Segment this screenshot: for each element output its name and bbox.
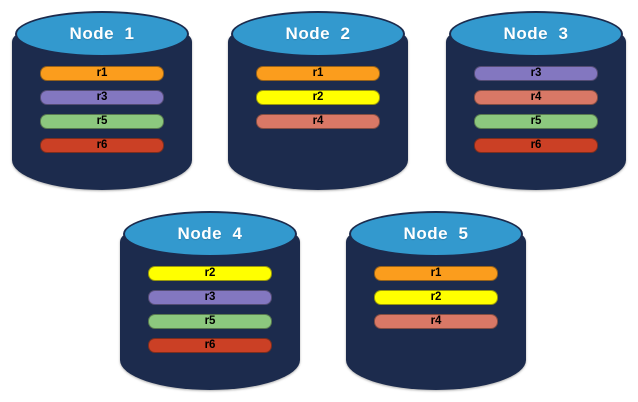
replica-bar-r5: r5 [148,314,272,329]
replica-label: r2 [204,266,216,279]
cylinder-body [446,32,626,190]
replica-list: r1 r2 r4 [374,266,498,329]
node-cylinder: Node 1 r1 r3 r5 r6 [12,10,192,190]
replica-label: r3 [530,66,542,79]
cylinder-top-ellipse: Node 3 [449,11,623,57]
replica-bar-r4: r4 [474,90,598,105]
replica-label: r5 [204,314,216,327]
replica-bar-r1: r1 [374,266,498,281]
replica-label: r2 [430,290,442,303]
node-title: Node 2 [285,24,351,43]
replica-bar-r4: r4 [374,314,498,329]
replica-bar-r3: r3 [40,90,164,105]
node-title: Node 5 [403,224,469,243]
replica-bar-r2: r2 [256,90,380,105]
replica-list: r2 r3 r5 r6 [148,266,272,353]
replica-label: r4 [530,90,542,103]
replica-bar-r6: r6 [474,138,598,153]
replica-label: r1 [430,266,442,279]
replica-bar-r4: r4 [256,114,380,129]
replica-label: r1 [312,66,324,79]
replica-bar-r5: r5 [474,114,598,129]
replica-list: r1 r2 r4 [256,66,380,129]
cylinder-body [228,32,408,190]
node-title: Node 1 [69,24,135,43]
replica-label: r2 [312,90,324,103]
replica-bar-r2: r2 [374,290,498,305]
cylinder-top-ellipse: Node 2 [231,11,405,57]
replica-bar-r5: r5 [40,114,164,129]
replica-list: r3 r4 r5 r6 [474,66,598,153]
replica-bar-r6: r6 [148,338,272,353]
replica-label: r6 [96,138,108,151]
cylinder-body [346,232,526,390]
replica-label: r5 [530,114,542,127]
cylinder-body [120,232,300,390]
node-cylinder: Node 4 r2 r3 r5 r6 [120,210,300,390]
node-cylinder: Node 3 r3 r4 r5 r6 [446,10,626,190]
replica-label: r6 [204,338,216,351]
node-title: Node 4 [177,224,243,243]
cylinder-body [12,32,192,190]
replica-label: r3 [204,290,216,303]
cylinder-top-ellipse: Node 5 [349,211,523,257]
replica-bar-r3: r3 [148,290,272,305]
cylinder-top-ellipse: Node 4 [123,211,297,257]
replica-bar-r6: r6 [40,138,164,153]
replica-bar-r2: r2 [148,266,272,281]
replica-bar-r3: r3 [474,66,598,81]
replica-label: r1 [96,66,108,79]
replica-label: r3 [96,90,108,103]
replica-label: r5 [96,114,108,127]
node-title: Node 3 [503,24,569,43]
replica-bar-r1: r1 [40,66,164,81]
replica-list: r1 r3 r5 r6 [40,66,164,153]
node-cylinder: Node 2 r1 r2 r4 [228,10,408,190]
replica-label: r4 [430,314,442,327]
replica-bar-r1: r1 [256,66,380,81]
node-cylinder: Node 5 r1 r2 r4 [346,210,526,390]
replica-label: r4 [312,114,324,127]
replica-label: r6 [530,138,542,151]
cylinder-top-ellipse: Node 1 [15,11,189,57]
